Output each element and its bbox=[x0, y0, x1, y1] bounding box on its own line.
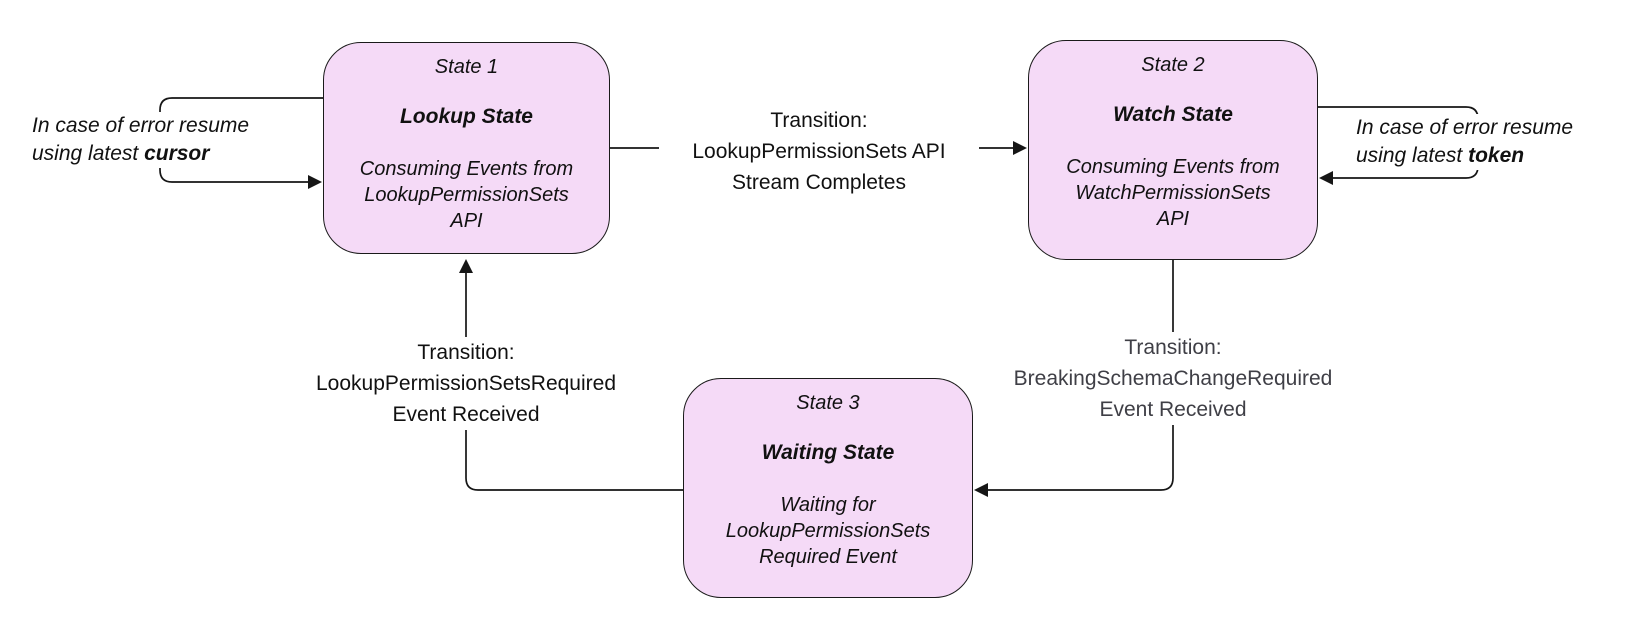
error-note-keyword: token bbox=[1468, 144, 1525, 167]
state-description: Consuming Events from LookupPermissionSe… bbox=[359, 158, 574, 232]
state-name: Lookup State bbox=[399, 105, 533, 128]
arrowhead-state2-error-loop bbox=[1319, 171, 1333, 185]
edge-state2-to-state3 bbox=[988, 260, 1174, 491]
arrowhead-state2-to-state3 bbox=[974, 483, 988, 497]
transition-label-waiting-to-lookup: Transition: LookupPermissionSetsRequired… bbox=[306, 337, 626, 430]
state-name: Watch State bbox=[1113, 103, 1233, 126]
arrowhead-state3-to-state1 bbox=[459, 259, 473, 273]
state-description: Waiting for LookupPermissionSets Require… bbox=[725, 494, 931, 568]
transition-label-line: BreakingSchemaChangeRequired bbox=[1013, 367, 1333, 390]
state-description: Consuming Events from WatchPermissionSet… bbox=[1066, 156, 1280, 230]
error-note-line: In case of error resume bbox=[32, 114, 250, 137]
error-note-line: using latest cursor bbox=[32, 142, 210, 165]
state-title: State 3 bbox=[796, 392, 860, 414]
transition-label-line: Stream Completes bbox=[732, 171, 906, 194]
transition-label-line: Event Received bbox=[1099, 398, 1247, 421]
edge-state3-to-state1 bbox=[465, 272, 683, 491]
error-note-keyword: cursor bbox=[144, 142, 210, 165]
transition-label-line: LookupPermissionSets API bbox=[692, 140, 946, 163]
state-node-waiting: State 3 Waiting State Waiting for Lookup… bbox=[683, 378, 973, 598]
arrowhead-state1-error-loop bbox=[308, 175, 322, 189]
transition-label-line: Event Received bbox=[392, 403, 540, 426]
error-note-line: In case of error resume bbox=[1356, 116, 1574, 139]
transition-label-line: Transition: bbox=[417, 341, 515, 364]
error-note-line: using latest token bbox=[1356, 144, 1525, 167]
error-note-token: In case of error resume using latest tok… bbox=[1356, 114, 1612, 170]
transition-label-watch-to-waiting: Transition: BreakingSchemaChangeRequired… bbox=[1003, 332, 1343, 425]
state-title: State 1 bbox=[434, 56, 499, 78]
error-note-cursor: In case of error resume using latest cur… bbox=[32, 112, 280, 168]
transition-label-lookup-to-watch: Transition: LookupPermissionSets API Str… bbox=[659, 105, 979, 198]
transition-label-line: LookupPermissionSetsRequired bbox=[316, 372, 616, 395]
arrowhead-state1-to-state2 bbox=[1013, 141, 1027, 155]
transition-label-line: Transition: bbox=[770, 109, 868, 132]
state-name: Waiting State bbox=[761, 441, 895, 464]
state-node-lookup: State 1 Lookup State Consuming Events fr… bbox=[323, 42, 610, 254]
transition-label-line: Transition: bbox=[1124, 336, 1222, 359]
state-node-watch: State 2 Watch State Consuming Events fro… bbox=[1028, 40, 1318, 260]
state-title: State 2 bbox=[1141, 54, 1205, 76]
